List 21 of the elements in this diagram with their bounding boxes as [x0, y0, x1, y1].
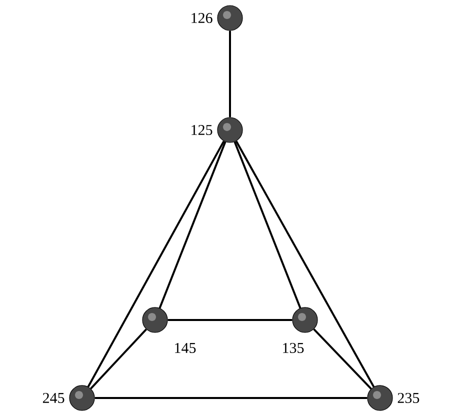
vertex-label: 126	[192, 12, 212, 24]
vertex-label: 235	[398, 392, 420, 404]
edge-line	[87, 140, 225, 388]
vertex-ball	[292, 307, 318, 333]
vertex-label: 125	[192, 124, 212, 136]
edge-line	[168, 318, 292, 321]
vertex-label: 245	[42, 392, 64, 404]
vertex-ball	[217, 117, 243, 143]
edge-line	[94, 396, 368, 399]
edge-line	[158, 142, 226, 308]
edge-line	[90, 328, 147, 390]
vertex-label: 145	[175, 342, 196, 353]
vertex-ball	[217, 5, 243, 31]
vertex-label: 135	[283, 342, 304, 354]
edge-line	[313, 328, 372, 390]
vertex-ball	[142, 307, 168, 333]
vertex-ball	[367, 385, 393, 411]
edge-line	[229, 30, 231, 118]
edge-line	[235, 140, 375, 388]
edge-line	[234, 142, 302, 308]
vertex-ball	[69, 385, 95, 411]
